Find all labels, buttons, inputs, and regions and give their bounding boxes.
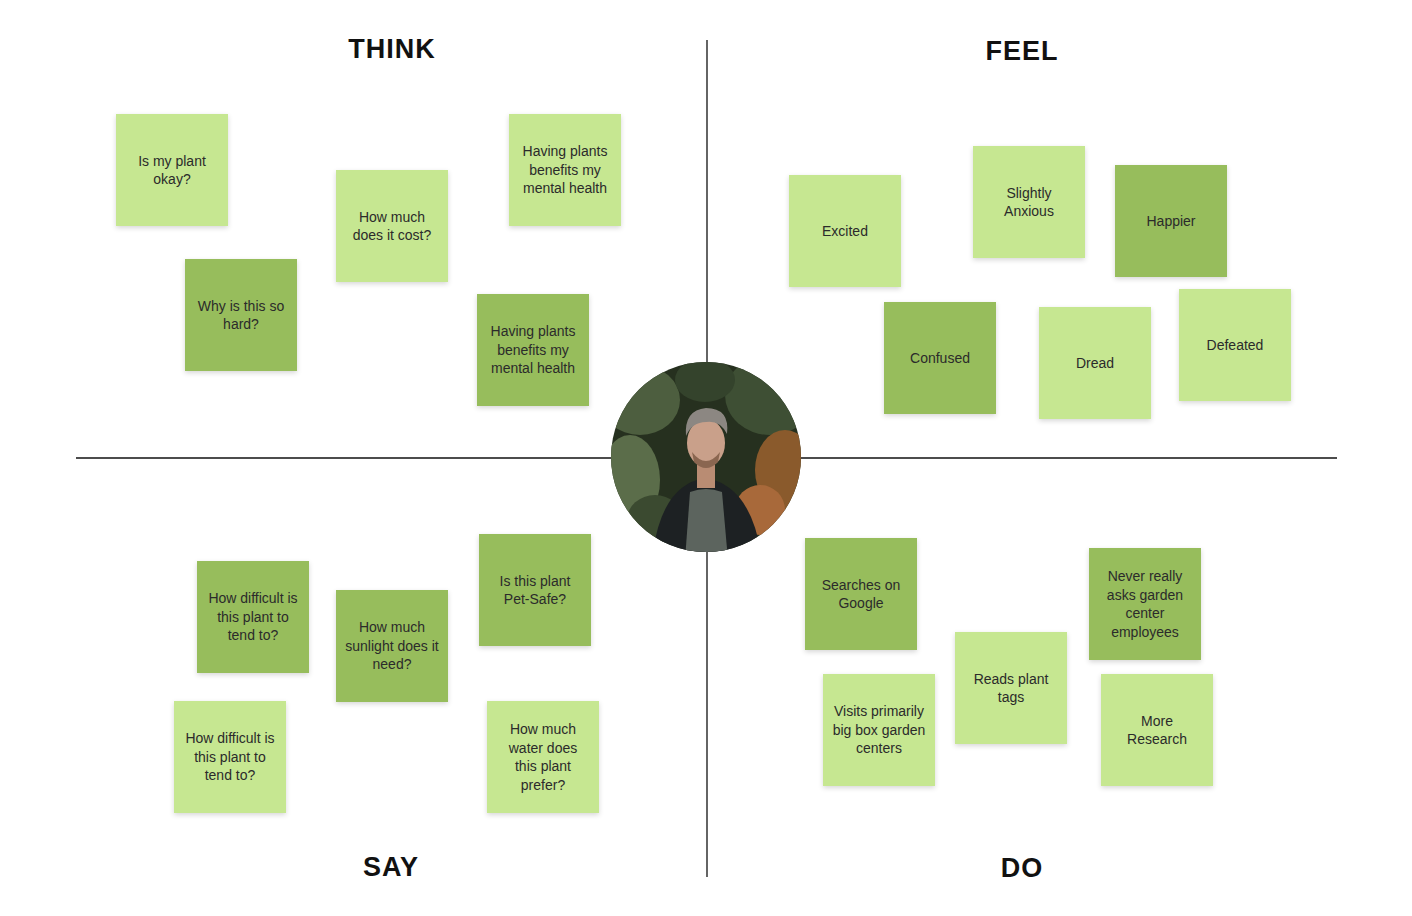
sticky-note: How much does it cost? (336, 170, 448, 282)
note-text: More Research (1110, 712, 1204, 749)
sticky-note: Slightly Anxious (973, 146, 1085, 258)
note-text: Visits primarily big box garden centers (832, 702, 926, 758)
note-text: Excited (822, 222, 868, 241)
sticky-note: Is my plant okay? (116, 114, 228, 226)
sticky-note: Confused (884, 302, 996, 414)
sticky-note: Happier (1115, 165, 1227, 277)
sticky-note: Dread (1039, 307, 1151, 419)
note-text: How much sunlight does it need? (345, 618, 439, 674)
note-text: Reads plant tags (964, 670, 1058, 707)
note-text: Defeated (1207, 336, 1264, 355)
note-text: Having plants benefits my mental health (486, 322, 580, 378)
note-text: Searches on Google (814, 576, 908, 613)
note-text: Never really asks garden center employee… (1098, 567, 1192, 641)
note-text: Confused (910, 349, 970, 368)
note-text: Why is this so hard? (194, 297, 288, 334)
sticky-note: Reads plant tags (955, 632, 1067, 744)
note-text: Having plants benefits my mental health (518, 142, 612, 198)
note-text: Dread (1076, 354, 1114, 373)
note-text: Is my plant okay? (125, 152, 219, 189)
sticky-note: How difficult is this plant to tend to? (197, 561, 309, 673)
sticky-note: How much sunlight does it need? (336, 590, 448, 702)
sticky-note: Visits primarily big box garden centers (823, 674, 935, 786)
persona-photo (600, 350, 815, 562)
quadrant-label: DO (1001, 853, 1044, 884)
sticky-note: Defeated (1179, 289, 1291, 401)
note-text: Happier (1146, 212, 1195, 231)
sticky-note: Excited (789, 175, 901, 287)
quadrant-label: FEEL (985, 36, 1058, 67)
note-text: Is this plant Pet-Safe? (488, 572, 582, 609)
note-text: How difficult is this plant to tend to? (206, 589, 300, 645)
note-text: Slightly Anxious (982, 184, 1076, 221)
note-text: How difficult is this plant to tend to? (183, 729, 277, 785)
sticky-note: How much water does this plant prefer? (487, 701, 599, 813)
note-text: How much water does this plant prefer? (496, 720, 590, 794)
sticky-note: Searches on Google (805, 538, 917, 650)
sticky-note: Having plants benefits my mental health (477, 294, 589, 406)
quadrant-label: SAY (363, 852, 419, 883)
sticky-note: How difficult is this plant to tend to? (174, 701, 286, 813)
sticky-note: Why is this so hard? (185, 259, 297, 371)
sticky-note: More Research (1101, 674, 1213, 786)
sticky-note: Having plants benefits my mental health (509, 114, 621, 226)
sticky-note: Never really asks garden center employee… (1089, 548, 1201, 660)
quadrant-label: THINK (348, 34, 436, 65)
note-text: How much does it cost? (345, 208, 439, 245)
sticky-note: Is this plant Pet-Safe? (479, 534, 591, 646)
